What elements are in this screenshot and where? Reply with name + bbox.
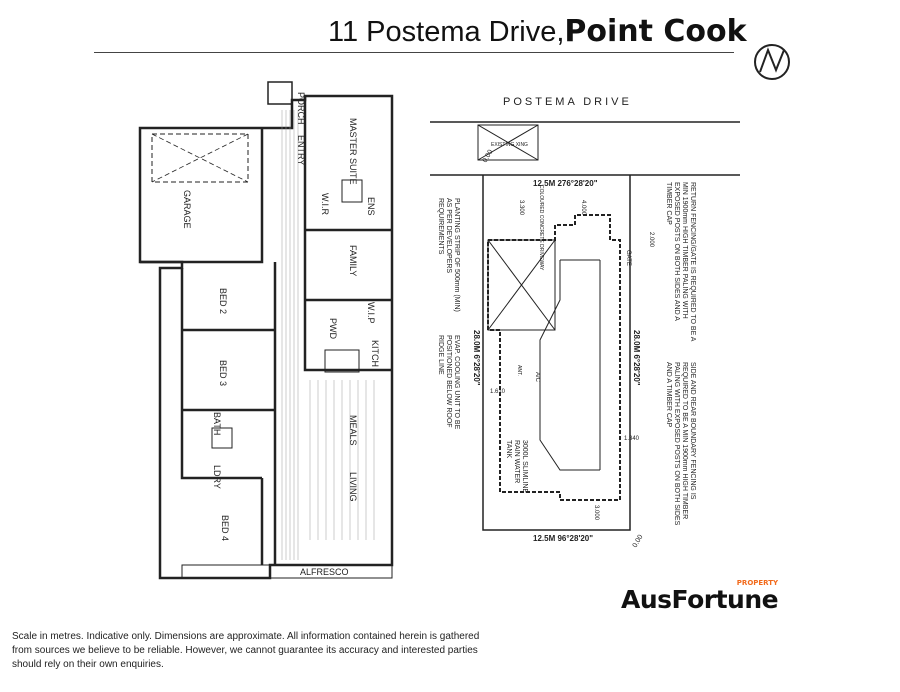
corner-level: 0.00 — [632, 534, 645, 549]
top-boundary: 12.5M 276°28'20" — [533, 179, 598, 188]
north-arrow-icon — [754, 44, 790, 80]
room-wip: W.I.P — [366, 302, 376, 324]
room-master-suite: MASTER SUITE — [348, 118, 358, 185]
driveway-note: COLOURED CONCRETE DRIVEWAY — [538, 185, 544, 271]
room-meals: MEALS — [348, 415, 358, 446]
room-alfresco: ALFRESCO — [300, 567, 349, 577]
floor-plan — [138, 81, 394, 580]
street-name: POSTEMA DRIVE — [503, 96, 632, 108]
dim: 3.300 — [518, 200, 524, 216]
room-bed-4: BED 4 — [220, 515, 230, 541]
suburb: Point Cook — [564, 14, 747, 49]
logo-text: AusFortune — [621, 585, 779, 614]
logo-tag: PROPERTY — [736, 579, 779, 587]
dim: 2.000 — [648, 232, 654, 248]
boundary-fencing-note: SIDE AND REAR BOUNDARY FENCING IS REQUIR… — [665, 362, 696, 526]
room-ens: ENS — [366, 197, 376, 216]
evap-note: EVAP. COOLING UNIT TO BE POSITIONED BELO… — [437, 335, 460, 430]
room-garage: GARAGE — [182, 190, 192, 229]
address: 11 Postema Drive, — [328, 16, 565, 48]
room-bath: BATH — [212, 412, 222, 435]
bottom-boundary: 12.5M 96°28'20" — [533, 534, 593, 543]
dim: 1.610 — [490, 389, 506, 395]
divider — [94, 52, 734, 53]
ac-label: A/C — [534, 372, 540, 383]
site-plan — [430, 121, 740, 531]
site-labels: POSTEMA DRIVE EXISTING XING 12.5M 276°28… — [472, 96, 654, 549]
room-kitch: KITCH — [370, 340, 380, 367]
room-entry: ENTRY — [296, 135, 306, 165]
dim: 4.000 — [580, 200, 586, 216]
left-boundary: 28.0M 6°28'20" — [472, 330, 481, 386]
page-title: 11 Postema Drive,Point Cook — [328, 14, 747, 49]
room-porch: PORCH — [296, 92, 306, 125]
dim: 1.340 — [624, 436, 640, 442]
right-boundary: 28.0M 6°28'20" — [632, 330, 641, 386]
room-labels: PORCH ENTRY MASTER SUITE GARAGE W.I.R EN… — [182, 92, 380, 577]
planting-note: PLANTING STRIP OF 500mm (MIN) AS PER DEV… — [437, 198, 460, 312]
room-wir: W.I.R — [320, 193, 330, 215]
room-bed-3: BED 3 — [218, 360, 228, 386]
gate-label: GATE — [625, 250, 631, 266]
existing-crossing: EXISTING XING — [491, 142, 528, 148]
tank-note: 3000L SLIMLINE RAIN WATER TANK — [505, 440, 528, 494]
antenna-label: ANT. — [516, 365, 522, 376]
return-fencing-note: RETURN FENCING/GATE IS REQUIRED TO BE A … — [665, 182, 696, 342]
room-pwd: PWD — [328, 318, 338, 339]
room-living: LIVING — [348, 472, 358, 502]
room-bed-2: BED 2 — [218, 288, 228, 314]
room-family: FAMILY — [348, 245, 358, 276]
room-ldry: LDRY — [212, 465, 222, 489]
dim: 3.000 — [593, 505, 599, 521]
disclaimer: Scale in metres. Indicative only. Dimens… — [12, 631, 480, 670]
